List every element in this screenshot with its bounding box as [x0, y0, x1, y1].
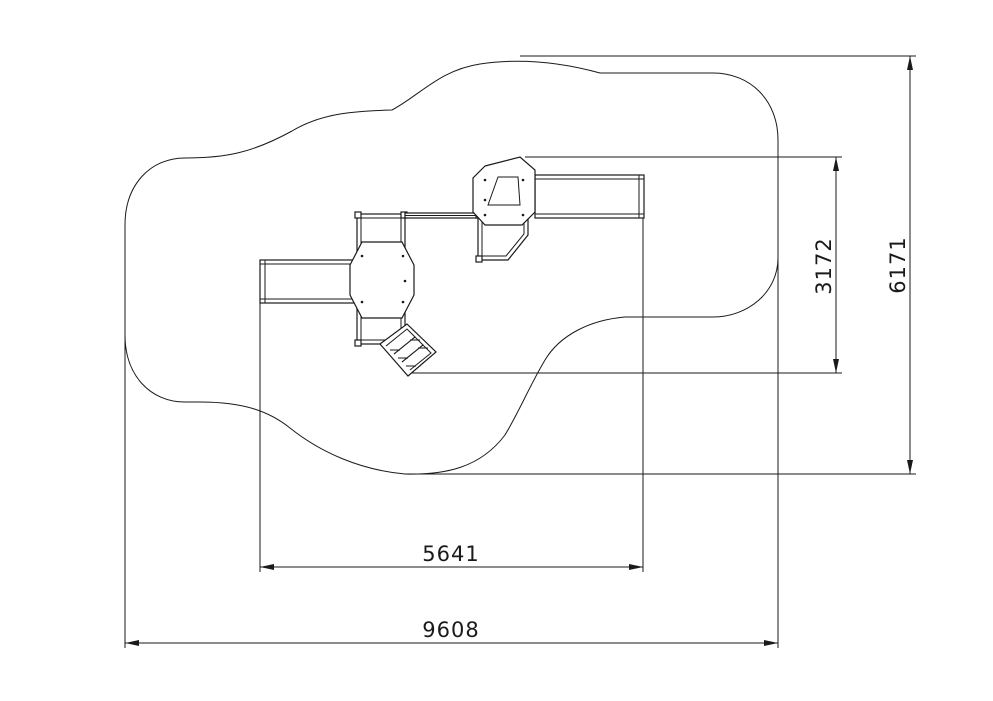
- climbing-steps: [379, 323, 437, 377]
- right-slide: [534, 174, 645, 219]
- dimension-inner-height-label: 3172: [812, 237, 836, 294]
- dimension-inner-width-label: 5641: [422, 542, 479, 566]
- dimension-total-height: 6171: [405, 55, 916, 475]
- left-roof-panel: [349, 241, 415, 319]
- right-roof-panel: [472, 156, 536, 226]
- dimension-total-height-label: 6171: [886, 236, 910, 293]
- dimension-inner-width: 5641: [259, 215, 644, 572]
- left-slide: [259, 259, 356, 304]
- connecting-bridge: [404, 212, 479, 219]
- dimension-total-width: 9608: [124, 140, 779, 648]
- safety-zone-outline: [124, 60, 779, 475]
- dimension-total-width-label: 9608: [422, 618, 479, 642]
- play-equipment: [259, 156, 645, 377]
- dimension-inner-height: 3172: [412, 156, 842, 374]
